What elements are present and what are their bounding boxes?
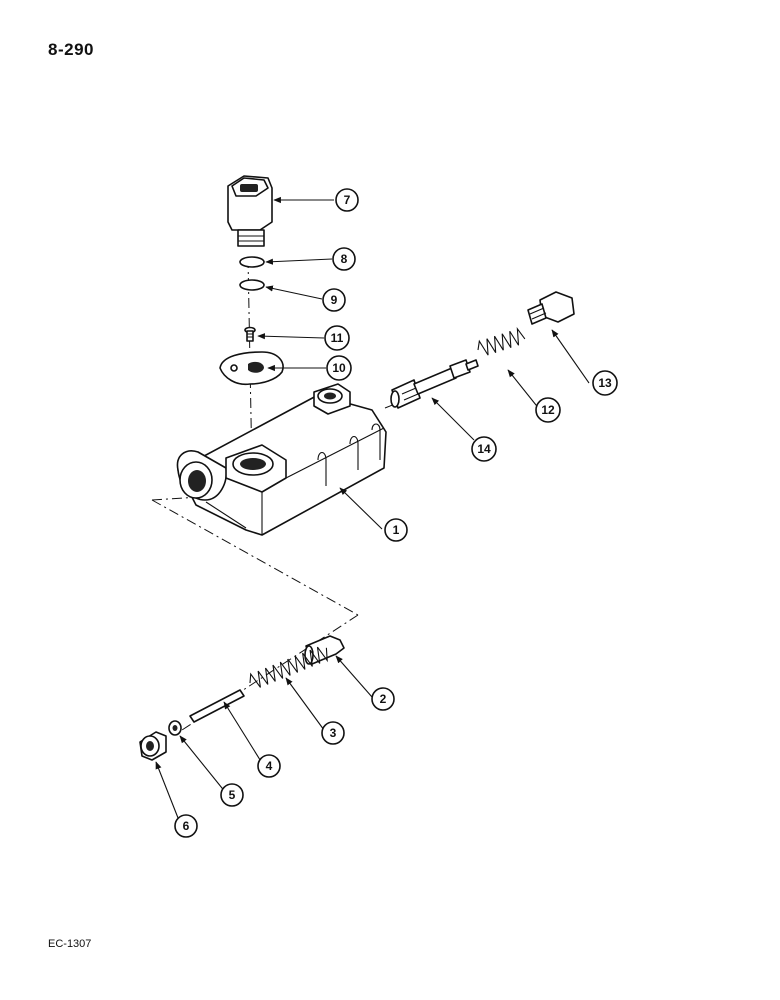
callout-2: 2: [371, 687, 395, 711]
callout-5: 5: [220, 783, 244, 807]
callout-10: 10: [326, 355, 352, 381]
callout-13-label: 13: [598, 376, 612, 390]
callout-2-label: 2: [380, 692, 387, 706]
part-8-o-ring: [239, 256, 265, 268]
leader-lines: [155, 196, 590, 824]
callout-12: 12: [535, 397, 561, 423]
part-11-screw: [244, 326, 256, 342]
callout-8-label: 8: [341, 252, 348, 266]
part-1-valve-body: [176, 383, 387, 536]
callout-14-label: 14: [477, 442, 491, 456]
callout-11-label: 11: [331, 331, 344, 345]
callout-4: 4: [257, 754, 281, 778]
callout-6: 6: [174, 814, 198, 838]
part-5-washer: [168, 720, 182, 736]
part-12-spring: [477, 326, 526, 356]
part-10-retaining-plate: [219, 351, 284, 386]
part-13-plug: [527, 291, 575, 325]
callout-11: 11: [324, 325, 350, 351]
figure-code: EC-1307: [48, 938, 92, 950]
page-number: 8-290: [48, 40, 94, 59]
callout-13: 13: [592, 370, 618, 396]
part-2-poppet: [304, 635, 345, 665]
callout-10-label: 10: [332, 361, 346, 375]
callout-3-label: 3: [330, 726, 337, 740]
callout-1: 1: [384, 518, 408, 542]
callout-7-label: 7: [344, 193, 351, 207]
callout-9: 9: [322, 288, 346, 312]
part-6-plug: [139, 731, 167, 761]
callout-9-label: 9: [331, 293, 338, 307]
callout-6-label: 6: [183, 819, 190, 833]
callout-12-label: 12: [541, 403, 555, 417]
part-14-spool: [390, 359, 479, 409]
callout-8: 8: [332, 247, 356, 271]
part-7-solenoid: [227, 175, 273, 247]
part-4-pin: [189, 689, 245, 723]
part-3-spring: [249, 646, 328, 688]
callout-1-label: 1: [393, 523, 400, 537]
callout-3: 3: [321, 721, 345, 745]
callout-5-label: 5: [229, 788, 236, 802]
part-9-o-ring: [239, 279, 265, 291]
callout-7: 7: [335, 188, 359, 212]
callout-4-label: 4: [266, 759, 273, 773]
callout-14: 14: [471, 436, 497, 462]
